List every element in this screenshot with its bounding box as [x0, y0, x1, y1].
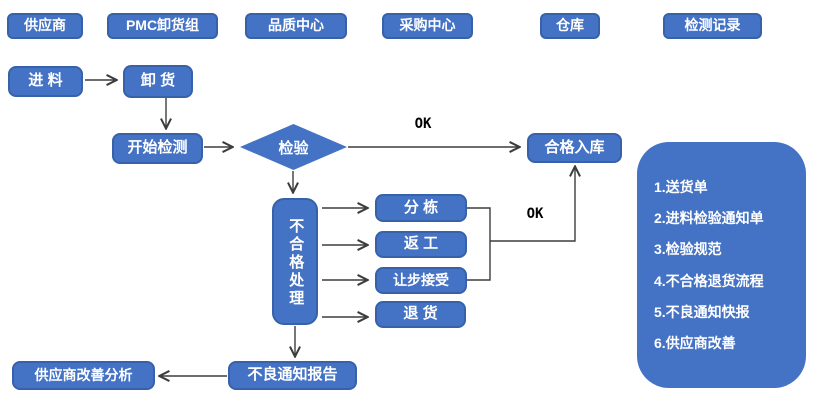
node-defect-notice-report: 不良通知报告	[228, 361, 357, 390]
node-supplier-improvement-analysis: 供应商改善分析	[12, 361, 155, 390]
node-concession-acceptance: 让步接受	[375, 267, 467, 294]
ok-label-middle: OK	[526, 206, 544, 222]
node-return-goods: 退 货	[375, 301, 466, 328]
header-quality-center: 品质中心	[245, 13, 347, 39]
header-pmc-unloading-team: PMC卸货组	[107, 13, 218, 39]
node-nonconforming-handling: 不合格处理	[272, 198, 318, 325]
document-list-panel: 1.送货单 2.进料检验通知单 3.检验规范 4.不合格退货流程 5.不良通知快…	[637, 142, 806, 388]
header-warehouse: 仓库	[540, 13, 600, 39]
header-supplier: 供应商	[7, 13, 83, 39]
node-incoming-material: 进 料	[8, 66, 83, 97]
node-unloading: 卸 货	[123, 65, 193, 98]
list-item-delivery-note: 1.送货单	[654, 179, 708, 196]
list-item-inspection-spec: 3.检验规范	[654, 241, 722, 258]
list-item-supplier-improvement: 6.供应商改善	[654, 334, 736, 351]
header-purchasing-center: 采购中心	[382, 13, 473, 39]
list-item-nonconforming-return-process: 4.不合格退货流程	[654, 272, 764, 289]
node-qualified-storage: 合格入库	[527, 133, 622, 163]
ok-label-top: OK	[414, 116, 432, 132]
node-start-inspection: 开始检测	[112, 133, 203, 164]
node-sorting: 分 栋	[375, 194, 467, 222]
header-inspection-record: 检测记录	[663, 13, 762, 39]
list-item-defect-notice-express: 5.不良通知快报	[654, 303, 750, 320]
list-item-incoming-inspection-notice: 2.进料检验通知单	[654, 210, 764, 227]
node-rework: 返 工	[375, 231, 467, 258]
